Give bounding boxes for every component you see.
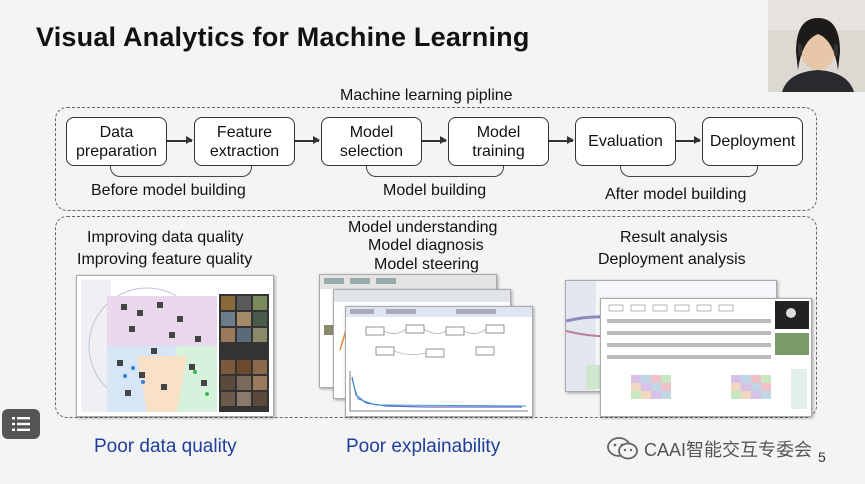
slide-title: Visual Analytics for Machine Learning	[36, 22, 530, 52]
stage-label-after: After model building	[605, 186, 747, 203]
pipeline-title: Machine learning pipline	[340, 87, 513, 104]
model-analysis-window-front	[345, 306, 533, 417]
goal-data-quality: Improving data quality	[87, 229, 244, 246]
step-evaluation: Evaluation	[575, 117, 676, 166]
stage-brace	[110, 166, 252, 177]
step-label: Feature extraction	[209, 123, 280, 160]
pipeline-arrow	[548, 137, 574, 143]
step-data-preparation: Data preparation	[66, 117, 167, 166]
step-label: Model selection	[339, 123, 404, 160]
step-feature-extraction: Feature extraction	[194, 117, 295, 166]
goal-model-understanding: Model understanding	[348, 219, 498, 236]
webcam-video	[768, 0, 865, 92]
stage-label-building: Model building	[383, 182, 487, 199]
data-quality-visualization-image	[76, 275, 274, 417]
goal-model-diagnosis: Model diagnosis	[368, 237, 484, 254]
step-deployment: Deployment	[702, 117, 803, 166]
pipeline-arrow	[421, 137, 447, 143]
list-icon	[12, 417, 30, 431]
pipeline-arrow	[675, 137, 701, 143]
pipeline-arrow	[294, 137, 320, 143]
goal-feature-quality: Improving feature quality	[77, 251, 253, 268]
menu-button[interactable]	[2, 409, 40, 439]
step-model-training: Model training	[448, 117, 549, 166]
problem-poor-explainability: Poor explainability	[346, 436, 501, 457]
stage-brace	[366, 166, 504, 177]
wechat-icon	[607, 437, 638, 460]
problem-poor-data-quality: Poor data quality	[94, 436, 237, 457]
goal-model-steering: Model steering	[374, 256, 479, 273]
result-analysis-window-front	[600, 298, 812, 417]
pipeline-container	[55, 107, 817, 211]
goal-deployment-analysis: Deployment analysis	[598, 251, 746, 268]
step-label: Model training	[472, 123, 525, 160]
stage-label-before: Before model building	[91, 182, 246, 199]
page-number: 5	[818, 449, 826, 465]
watermark-text: CAAI智能交互专委会	[644, 440, 813, 460]
goal-result-analysis: Result analysis	[620, 229, 728, 246]
step-model-selection: Model selection	[321, 117, 422, 166]
analysis-container	[55, 216, 817, 418]
watermark: CAAI智能交互专委会	[606, 436, 812, 462]
step-label: Deployment	[709, 133, 796, 150]
step-label: Evaluation	[588, 133, 663, 150]
pipeline-arrow	[166, 137, 193, 143]
stage-brace	[620, 166, 758, 177]
step-label: Data preparation	[76, 123, 157, 160]
